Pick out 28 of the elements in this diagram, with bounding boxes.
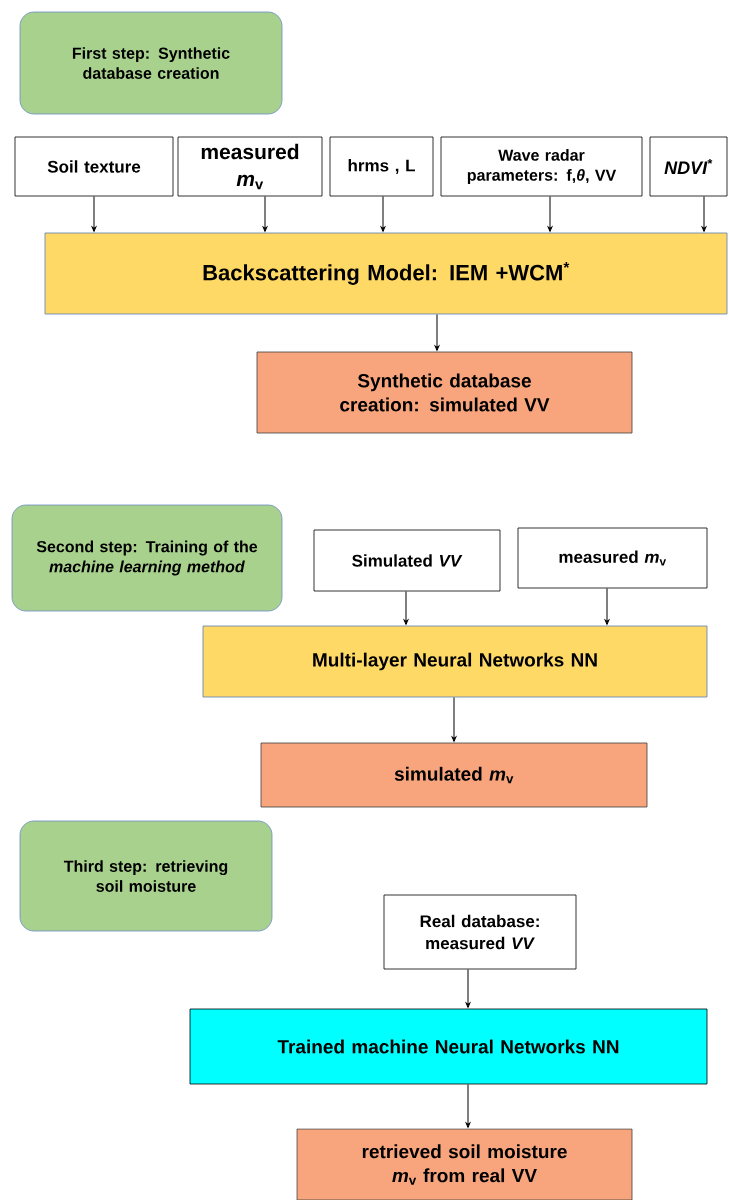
model-box: Backscattering Model: IEM +WCM$^{*}$ — [44, 232, 728, 315]
arrow — [91, 195, 97, 232]
model-box: Multi-layer Neural Networks NN — [202, 625, 708, 698]
input-box: Soil texture — [14, 136, 174, 197]
output-box: simulated m$_{v}$ — [260, 742, 648, 808]
arrow — [434, 313, 440, 351]
step-box: First step: Synthetic database creation — [19, 11, 283, 115]
arrow — [465, 1083, 471, 1128]
arrow — [262, 195, 268, 232]
model-box: Trained machine Neural Networks NN — [189, 1008, 708, 1085]
input-box: Real database: measured VV — [383, 894, 577, 970]
input-box: measured m$_{v}$ — [177, 136, 323, 197]
arrow — [380, 195, 386, 232]
input-box: measured m$_{v}$ — [517, 527, 708, 589]
input-box: Wave radar parameters: f,θ, VV — [440, 136, 643, 197]
arrow — [547, 195, 553, 232]
arrow — [701, 195, 707, 232]
output-box: Synthetic database creation: simulated VV — [256, 351, 633, 434]
output-box: retrieved soil moisture m$_{v}$ from real VV — [296, 1128, 633, 1200]
input-box: Simulated VV — [313, 529, 501, 592]
arrow — [465, 968, 471, 1008]
arrow — [403, 590, 409, 625]
arrow — [451, 696, 457, 742]
input-box: hrms , L — [329, 136, 434, 197]
input-box: NDVI$^{*}$ — [649, 136, 728, 197]
step-box: Third step: retrieving soil moisture — [19, 820, 273, 932]
arrow — [604, 587, 610, 625]
step-box: Second step: Training of the machine learning method — [11, 504, 283, 612]
